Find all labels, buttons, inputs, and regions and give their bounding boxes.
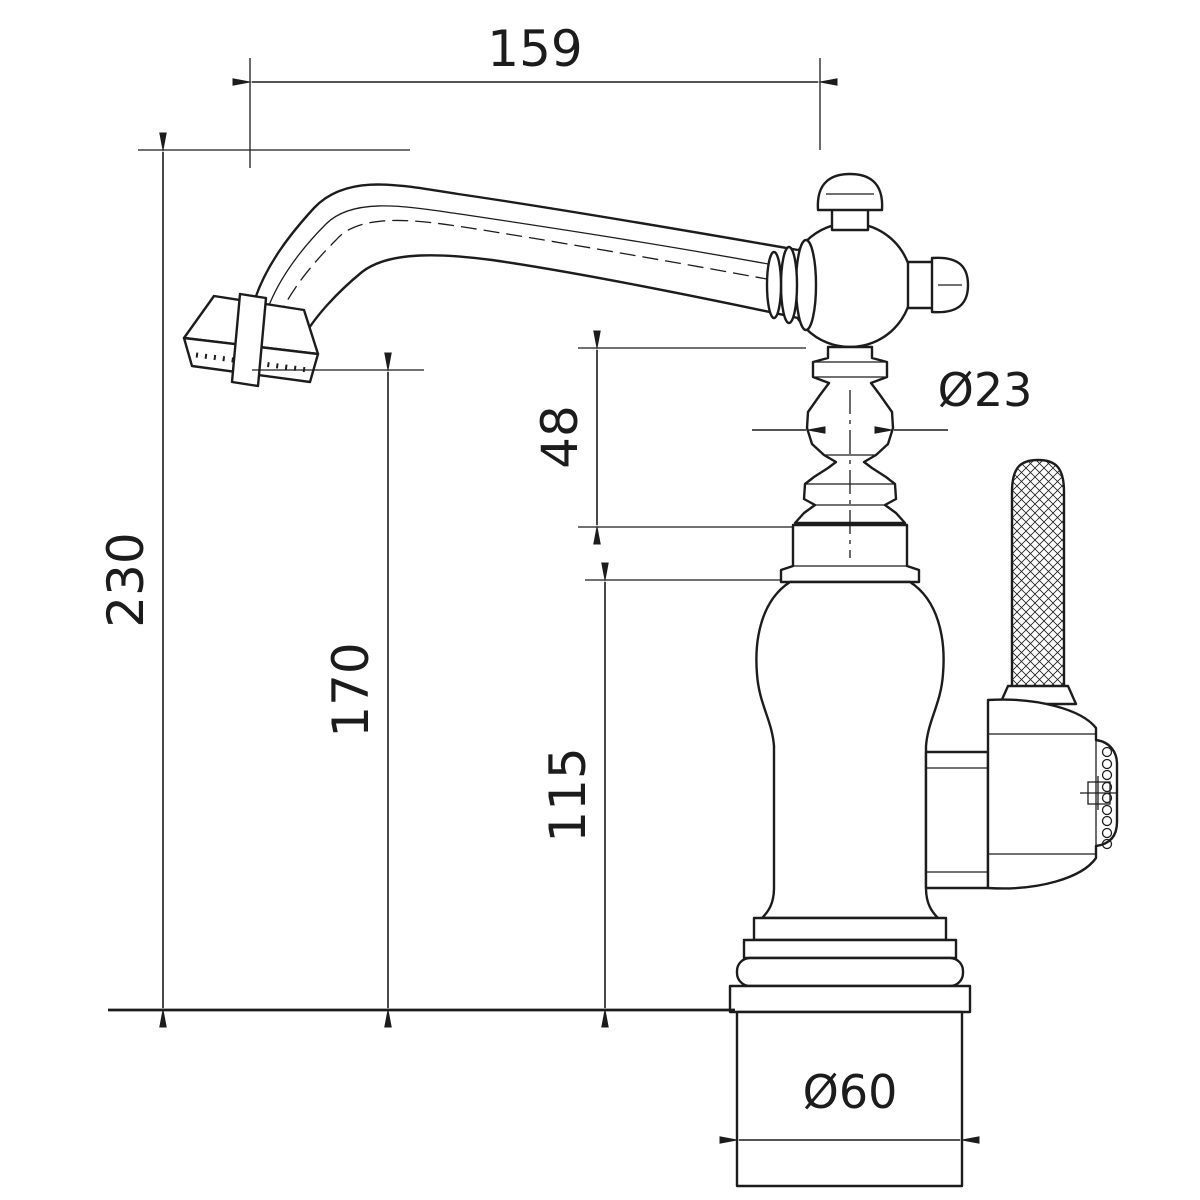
- dim-48-label: 48: [531, 405, 589, 469]
- spout-ring-small: [765, 250, 783, 320]
- faucet-body-bell: [755, 580, 945, 920]
- base-plate: [728, 984, 972, 1014]
- dim-23-label: Ø23: [938, 363, 1033, 417]
- dim-total-height: 230: [97, 132, 735, 1028]
- dim-spout-height: 170: [252, 352, 424, 1028]
- dim-neck-diameter: Ø23: [752, 363, 1032, 558]
- base-torus: [735, 956, 965, 988]
- spout-top-edge: [252, 183, 799, 303]
- faucet: [182, 172, 1119, 1188]
- handle-lever: [1010, 458, 1066, 690]
- hub-right-arm: [906, 260, 936, 310]
- wheel-screw-detail: [1080, 776, 1117, 810]
- spout-head: [182, 292, 320, 388]
- spout-head-beads: [195, 352, 309, 373]
- spout-centerline: [275, 219, 795, 325]
- dim-60-label: Ø60: [803, 1065, 898, 1119]
- handle-wheel: [986, 698, 1119, 890]
- faucet-base: [728, 916, 972, 1188]
- dim-body-height: 115: [539, 562, 781, 1028]
- dim-170-label: 170: [322, 642, 380, 737]
- dim-base-diameter: Ø60: [719, 1065, 980, 1144]
- dim-spout-reach: 159: [232, 20, 838, 168]
- dim-115-label: 115: [539, 747, 597, 842]
- base-step-1: [752, 916, 948, 942]
- spout-head-band: [230, 292, 268, 388]
- dim-neck-height: 48: [531, 330, 806, 545]
- spout-ring-large: [794, 238, 818, 332]
- dim-230-label: 230: [97, 532, 155, 627]
- faucet-spout: [182, 183, 818, 388]
- dim-159-label: 159: [487, 20, 582, 78]
- spout-ring-mid: [779, 245, 799, 325]
- handle-arm: [924, 750, 990, 890]
- base-step-2: [742, 938, 958, 960]
- hub-top-cap: [816, 172, 884, 212]
- spout-highlight-line: [267, 205, 791, 309]
- spout-bottom-edge: [298, 254, 799, 345]
- faucet-handle: [924, 458, 1119, 890]
- faucet-hub: [786, 172, 970, 349]
